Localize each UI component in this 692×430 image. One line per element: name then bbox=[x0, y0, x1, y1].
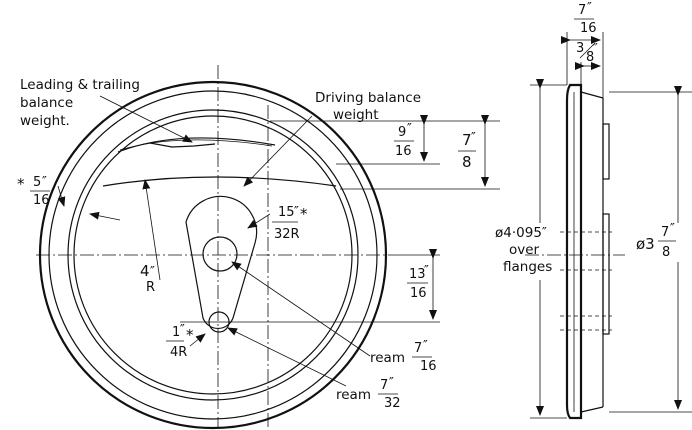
rim-num: 5 bbox=[33, 175, 41, 190]
ream-small-den: 32 bbox=[384, 396, 401, 411]
dia-tread-den: 8 bbox=[662, 245, 670, 260]
dim-13-num: 13 bbox=[409, 267, 426, 282]
top-7-den: 16 bbox=[580, 21, 597, 36]
dim-7-num: 7 bbox=[462, 131, 472, 149]
dia-over-2: over bbox=[509, 242, 540, 258]
dim-7-inch: ″ bbox=[471, 131, 476, 146]
weight-hatch bbox=[149, 142, 216, 148]
label-leading-2: balance bbox=[20, 95, 73, 111]
weight-block-top bbox=[602, 123, 610, 180]
ream-big-den: 16 bbox=[420, 359, 437, 374]
front-view bbox=[36, 65, 500, 430]
radius-15-den: 32R bbox=[274, 227, 300, 242]
radius-4-R: R bbox=[146, 280, 155, 295]
ream-big-label: ream bbox=[370, 350, 405, 366]
label-driving-1: Driving balance bbox=[315, 90, 421, 106]
radius-15-inch: ″ bbox=[294, 205, 299, 220]
rim-den: 16 bbox=[33, 193, 50, 208]
top-3-num: 3 bbox=[576, 41, 584, 56]
top-3-inch: ″ bbox=[593, 42, 598, 57]
axle-hole bbox=[202, 236, 238, 272]
radius-4-inch: ″ bbox=[150, 265, 155, 280]
radius-15-num: 15 bbox=[278, 205, 295, 220]
radius-4: 4 bbox=[140, 262, 150, 280]
ream-big-inch: ″ bbox=[423, 339, 428, 354]
driving-weight-chord bbox=[102, 176, 337, 187]
dim-9-inch: ″ bbox=[407, 122, 412, 137]
star-1: * bbox=[186, 326, 194, 344]
dia-over-1: ø4·095″ bbox=[495, 225, 547, 241]
dia-over-3: flanges bbox=[503, 259, 552, 275]
dim-9-num: 9 bbox=[398, 125, 406, 140]
ream-big-num: 7 bbox=[414, 341, 422, 356]
top-7-num: 7 bbox=[578, 3, 586, 18]
crank-boss bbox=[185, 195, 258, 330]
dim-9-den: 16 bbox=[395, 144, 412, 159]
ream-small-num: 7 bbox=[380, 378, 388, 393]
rim-inch: ″ bbox=[42, 175, 47, 190]
dia-tread-inch: ″ bbox=[670, 222, 675, 237]
side-view bbox=[525, 32, 692, 420]
dim-7-den: 8 bbox=[462, 153, 472, 171]
radius-1-inch: ″ bbox=[180, 323, 185, 338]
dim-13-inch: ″ bbox=[424, 264, 429, 279]
label-leading-3: weight. bbox=[20, 113, 70, 129]
hub-block bbox=[602, 213, 610, 335]
dia-tread-num: 7 bbox=[661, 225, 669, 240]
radius-1-den: 4R bbox=[170, 345, 187, 360]
dia-tread-whole: ø3 bbox=[636, 235, 655, 253]
dim-13-den: 16 bbox=[410, 286, 427, 301]
star-15: * bbox=[300, 205, 308, 223]
top-7-inch: ″ bbox=[587, 1, 592, 16]
radius-1-num: 1 bbox=[172, 325, 180, 340]
label-leading-1: Leading & trailing bbox=[20, 77, 140, 93]
flange-profile bbox=[565, 83, 583, 420]
label-driving-2: weight bbox=[333, 107, 379, 123]
ream-small-label: ream bbox=[336, 387, 371, 403]
top-3-den: 8 bbox=[586, 50, 594, 65]
star-rim: * bbox=[17, 175, 25, 193]
ream-small-inch: ″ bbox=[389, 376, 394, 391]
